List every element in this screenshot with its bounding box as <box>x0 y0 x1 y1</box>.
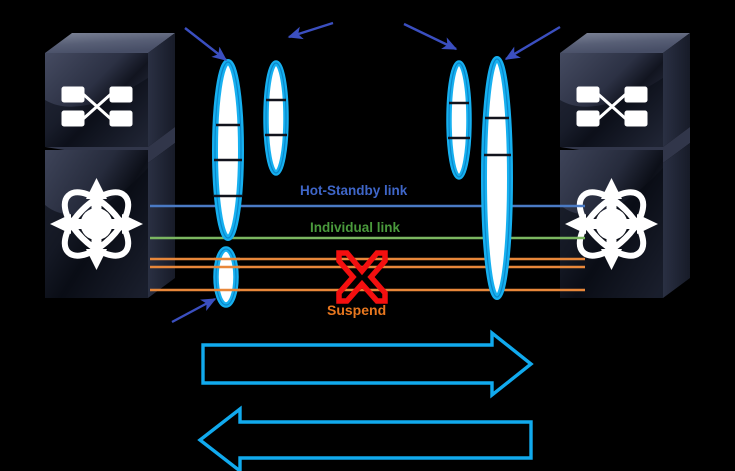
right-switch-icon <box>560 33 690 147</box>
left-switch-icon <box>45 33 175 147</box>
suspend-label: Suspend <box>327 302 387 318</box>
left-multilayer-switch-icon <box>45 127 175 298</box>
flow-arrow-right <box>201 329 534 399</box>
left-tall-port-bundle <box>212 59 244 241</box>
annotation-arrow-from-left-short-bundle <box>287 21 334 40</box>
suspend-x-marker <box>336 250 388 304</box>
right-multilayer-switch-icon <box>560 127 690 298</box>
link-lines-overlay <box>214 257 240 292</box>
individual-link-label: Individual link <box>310 220 401 235</box>
right-switch-stack <box>560 33 690 298</box>
annotation-arrows-group <box>171 21 561 324</box>
port-bundle-ellipses <box>212 56 513 308</box>
annotation-arrow-to-right-short-bundle <box>403 22 458 51</box>
flow-arrows-group <box>197 329 534 471</box>
hot-standby-link-label: Hot-Standby link <box>300 183 408 198</box>
right-tall-port-bundle <box>481 56 513 300</box>
left-small-port-bundle <box>213 246 239 308</box>
annotation-arrow-to-left-tall-bundle <box>184 27 228 61</box>
left-short-port-bundle <box>263 60 289 176</box>
flow-arrow-left <box>197 405 533 471</box>
right-short-port-bundle <box>446 60 472 180</box>
annotation-arrow-to-left-small-bundle <box>171 297 217 324</box>
left-switch-stack <box>45 33 175 298</box>
annotation-arrow-to-right-tall-bundle <box>504 25 561 61</box>
